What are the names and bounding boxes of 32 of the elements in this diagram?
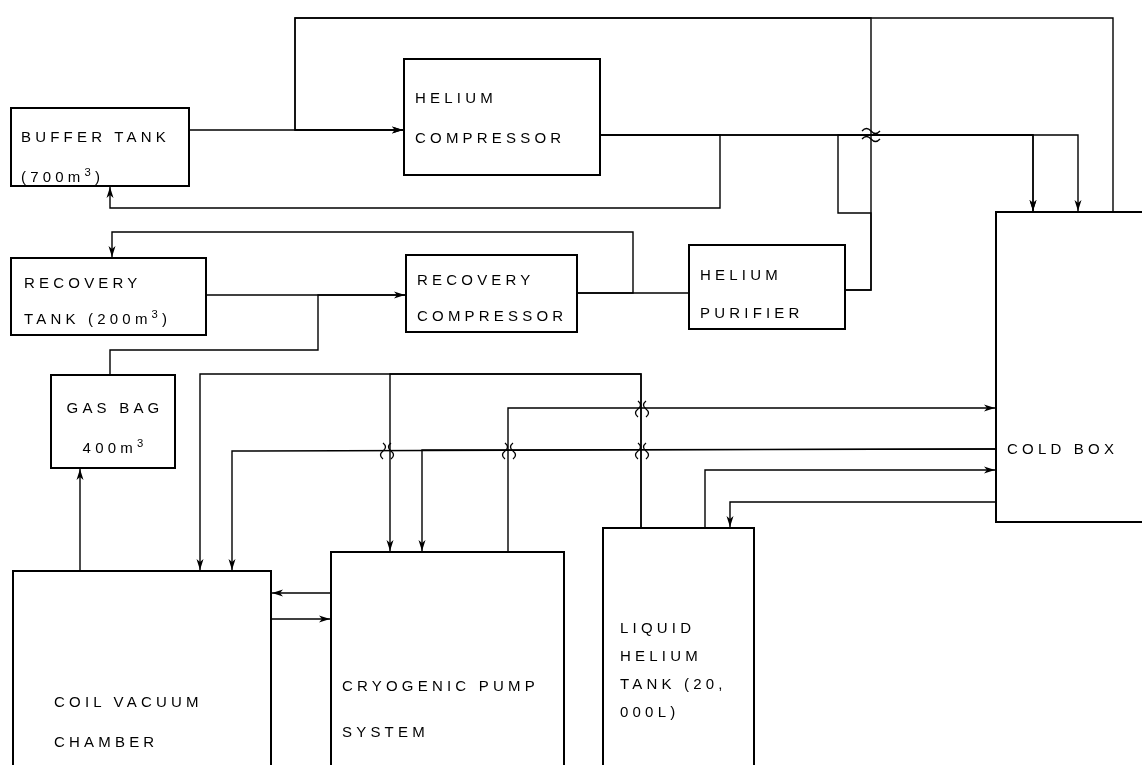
box-label: CRYOGENIC PUMP SYSTEM (342, 676, 540, 742)
process-box (403, 58, 601, 176)
process-box (50, 374, 176, 469)
box-label: RECOVERY TANK (200m$^{3}$) (24, 273, 173, 329)
flow-line (271, 615, 331, 623)
box-label: COIL VACUUM CHAMBER (54, 692, 204, 752)
box-label: LIQUID HELIUM TANK (20, 000L) (620, 618, 728, 722)
flow-line (109, 291, 406, 375)
box-label: HELIUM COMPRESSOR (415, 88, 565, 148)
process-box (330, 551, 565, 765)
box-label: COLD BOX (1007, 439, 1120, 459)
process-box (10, 257, 207, 336)
flow-line (704, 466, 996, 528)
flow-line (507, 404, 996, 552)
flow-line (418, 448, 996, 552)
flow-line (271, 589, 331, 597)
flow-line (726, 501, 996, 528)
box-label: BUFFER TANK (700m$^{3}$) (21, 127, 171, 187)
flow-line (76, 468, 84, 571)
process-box (995, 211, 1142, 523)
box-label: RECOVERY COMPRESSOR (417, 270, 569, 326)
flow-line (108, 231, 634, 294)
flow-line (837, 134, 1037, 291)
flow-line (106, 134, 721, 209)
process-box (688, 244, 846, 330)
process-box (405, 254, 578, 333)
box-label: GAS BAG 400m$^{3}$ (65, 398, 165, 458)
flow-line (386, 373, 642, 552)
process-box (10, 107, 190, 187)
process-box (602, 527, 755, 765)
process-box (12, 570, 272, 765)
box-label: HELIUM PURIFIER (700, 265, 805, 323)
